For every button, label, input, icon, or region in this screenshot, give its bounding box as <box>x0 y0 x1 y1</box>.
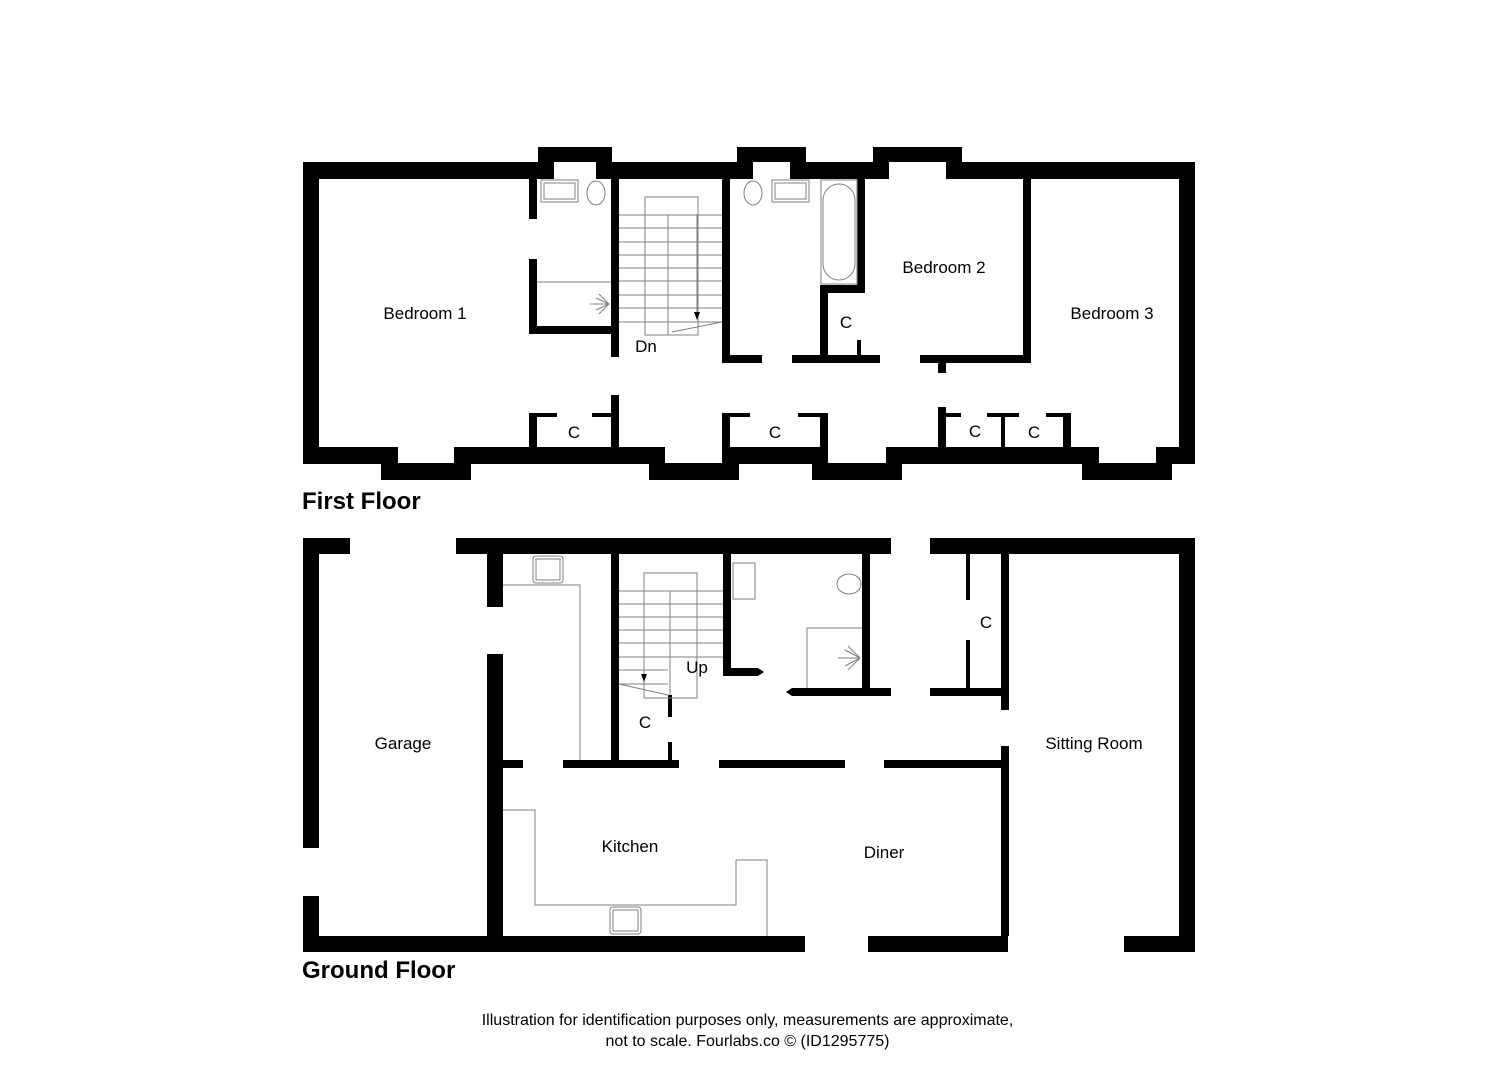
room-label-diner: Diner <box>864 843 905 862</box>
sink-icon <box>532 555 564 584</box>
stair-arrow-icon <box>641 674 647 682</box>
staircase-icon <box>619 196 723 336</box>
toilet-icon <box>836 573 862 595</box>
first-floor-labels: Bedroom 1 Bedroom 2 Bedroom 3 Dn C C C C… <box>383 258 1153 442</box>
stairs-down-label: Dn <box>635 337 657 356</box>
stairs-up-label: Up <box>686 658 708 677</box>
cupboard-label: C <box>769 423 781 442</box>
ground-floor-fixtures <box>503 555 862 936</box>
cupboard-label: C <box>980 613 992 632</box>
disclaimer-line-1: Illustration for identification purposes… <box>481 1012 1014 1029</box>
room-label-bedroom-1: Bedroom 1 <box>383 304 466 323</box>
basin-icon <box>771 179 810 203</box>
disclaimer-line-2: not to scale. Fourlabs.co © (ID1295775) <box>605 1033 890 1050</box>
basin-icon <box>732 562 756 600</box>
first-floor-walls <box>303 147 1195 480</box>
ground-floor-walls <box>303 538 1195 952</box>
first-floor-fixtures <box>537 179 858 336</box>
cupboard-label: C <box>639 713 651 732</box>
room-label-garage: Garage <box>375 734 432 753</box>
ground-floor-title: Ground Floor <box>302 957 455 984</box>
cupboard-label: C <box>568 423 580 442</box>
disclaimer: Illustration for identification purposes… <box>0 1010 1495 1052</box>
room-label-bedroom-2: Bedroom 2 <box>902 258 985 277</box>
staircase-icon <box>618 572 723 699</box>
cupboard-label: C <box>840 313 852 332</box>
stair-arrow-icon <box>694 312 700 320</box>
cupboard-label: C <box>1028 423 1040 442</box>
first-floor-title: First Floor <box>302 488 421 515</box>
toilet-icon <box>586 180 606 206</box>
bath-icon <box>820 179 858 285</box>
room-label-kitchen: Kitchen <box>602 837 659 856</box>
room-label-bedroom-3: Bedroom 3 <box>1070 304 1153 323</box>
ground-floor-labels: Garage Kitchen Diner Sitting Room Up C C <box>375 613 1143 862</box>
shower-icon <box>590 293 610 315</box>
basin-icon <box>540 179 579 203</box>
cupboard-label: C <box>969 422 981 441</box>
shower-icon <box>838 645 861 671</box>
room-label-sitting-room: Sitting Room <box>1045 734 1142 753</box>
toilet-icon <box>743 180 763 206</box>
sink-icon <box>609 906 642 935</box>
